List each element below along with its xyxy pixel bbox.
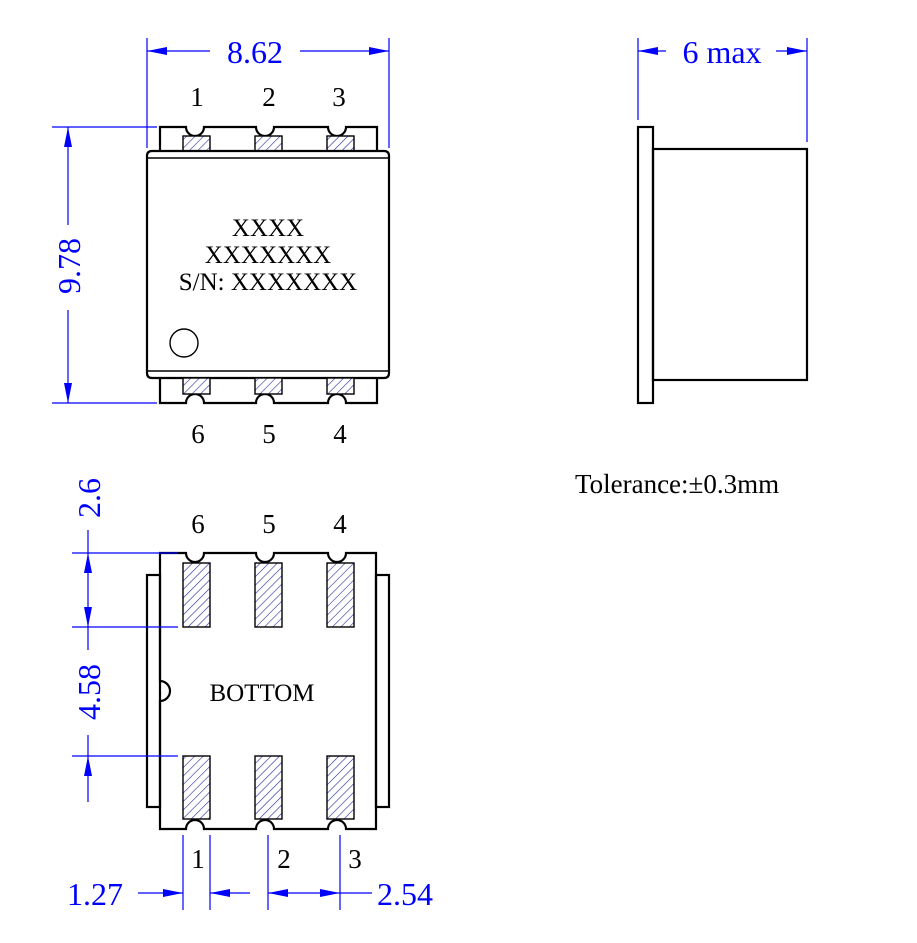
marking-line-3: S/N: XXXXXXX <box>179 269 357 296</box>
dimension-pad-width: 1.27 <box>67 835 250 912</box>
dimension-max-height: 6 max <box>637 34 808 142</box>
bottom-label: BOTTOM <box>209 680 314 707</box>
dimension-label: 6 max <box>682 34 761 70</box>
dimension-width: 8.62 <box>146 34 390 148</box>
pin-label: 3 <box>348 844 362 874</box>
dimension-label: 4.58 <box>71 664 107 720</box>
bottom-view: BOTTOM 6 5 4 1 2 3 2.6 4.58 <box>67 478 433 912</box>
dimension-pad-length: 2.6 <box>71 478 178 628</box>
dimension-pad-gap: 4.58 <box>71 627 178 802</box>
pin-label: 4 <box>333 419 347 449</box>
pad-2 <box>254 755 283 820</box>
pad-6 <box>182 562 211 628</box>
pin-label: 1 <box>190 82 204 112</box>
pin-label: 5 <box>262 419 276 449</box>
marking-line-1: XXXX <box>232 215 304 242</box>
bottom-view-right-flange <box>374 573 391 809</box>
pad-hatch-5 <box>254 377 283 395</box>
tolerance-note: Tolerance:±0.3mm <box>575 469 779 499</box>
pad-hatch-6 <box>182 377 211 395</box>
pin-label: 4 <box>333 509 347 539</box>
pad-4 <box>326 562 355 628</box>
dimension-label: 2.54 <box>377 876 433 912</box>
pad-hatch-1 <box>182 135 211 152</box>
bottom-view-body <box>158 551 378 831</box>
top-view-body <box>145 149 391 380</box>
dimension-label: 8.62 <box>227 34 283 70</box>
dimension-height: 9.78 <box>51 126 157 404</box>
pad-5 <box>254 562 283 628</box>
side-view: 6 max <box>636 34 809 405</box>
pin-label: 5 <box>262 509 276 539</box>
pin-label: 3 <box>332 82 346 112</box>
dimension-label: 2.6 <box>71 478 107 518</box>
pin1-marker-icon <box>169 328 199 358</box>
dimension-label: 9.78 <box>51 238 87 294</box>
side-view-body <box>651 147 809 382</box>
pin-label: 6 <box>191 419 205 449</box>
top-view: XXXX XXXXXXX S/N: XXXXXXX 1 2 3 6 5 4 8.… <box>51 34 391 449</box>
pad-hatch-4 <box>326 377 355 395</box>
pad-hatch-2 <box>254 135 283 152</box>
pin-label: 2 <box>277 844 291 874</box>
marking-line-2: XXXXXXX <box>205 242 331 269</box>
pad-hatch-3 <box>326 135 355 152</box>
bottom-view-left-flange <box>145 573 162 809</box>
pad-1 <box>182 755 211 820</box>
pin-label: 6 <box>191 509 205 539</box>
pin-label: 2 <box>262 82 276 112</box>
dimension-pitch: 2.54 <box>267 835 433 912</box>
dimension-label: 1.27 <box>67 876 123 912</box>
pad-3 <box>326 755 355 820</box>
side-view-lead <box>636 125 655 405</box>
pin-label: 1 <box>191 844 205 874</box>
